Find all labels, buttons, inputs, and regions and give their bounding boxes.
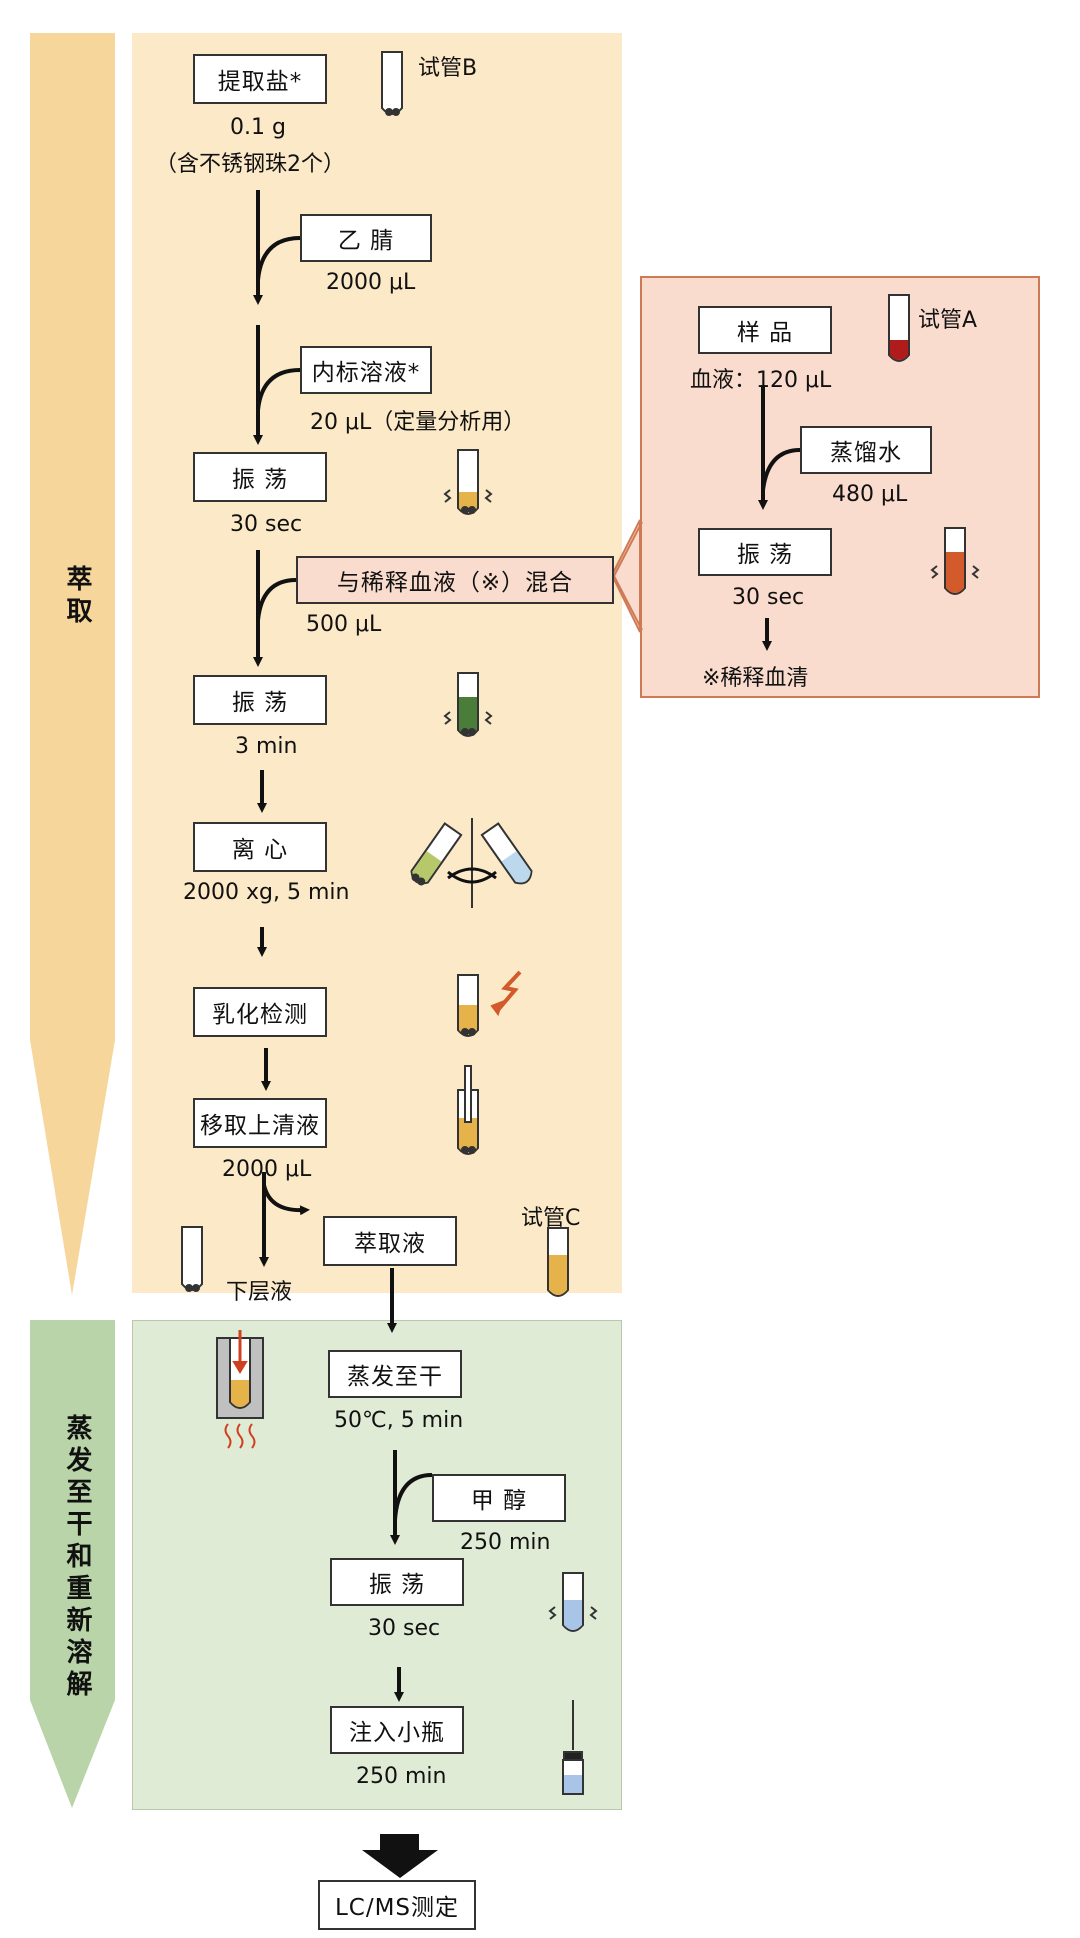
salt-tube-label: 试管B [418, 56, 478, 81]
mix-box: 与稀释血液（※）混合 [296, 556, 614, 604]
evaporation-side-arrow [30, 1320, 115, 1808]
orange-shake-tube-icon [930, 527, 980, 595]
shake-box-1: 振 荡 [193, 452, 327, 502]
supernatant-amount: 2000 μL [222, 1157, 312, 1182]
supernatant-box: 移取上清液 [193, 1098, 327, 1148]
water-box: 蒸馏水 [800, 426, 932, 474]
mix-amount: 500 μL [306, 612, 382, 637]
lower-layer-label: 下层液 [226, 1280, 293, 1305]
emulsion-box: 乳化检测 [193, 987, 327, 1037]
tube-b-icon [381, 51, 403, 116]
shake-time-1: 30 sec [230, 512, 303, 537]
dry-condition: 50℃, 5 min [334, 1408, 464, 1433]
shake-time-2: 3 min [235, 734, 298, 759]
lower-layer-tube-icon [181, 1226, 203, 1292]
sample-box: 样 品 [698, 306, 832, 354]
supernatant-tube-icon [457, 1065, 479, 1155]
centrifuge-box: 离 心 [193, 822, 327, 872]
extraction-side-arrow [30, 33, 115, 1295]
final-block-arrow [362, 1834, 438, 1878]
internal-std-amount: 20 μL（定量分析用） [310, 410, 526, 435]
salt-note: （含不锈钢珠2个） [155, 152, 345, 177]
sample-tube-label: 试管A [918, 308, 978, 333]
extract-tube-label: 试管C [521, 1206, 581, 1231]
sample-pointer [610, 519, 641, 633]
sample-shake-box: 振 荡 [698, 528, 832, 576]
shake-box-2: 振 荡 [193, 675, 327, 725]
acetonitrile-amount: 2000 μL [326, 270, 416, 295]
shake-tube-icon-1 [443, 449, 493, 515]
vial-icon [562, 1700, 584, 1795]
centrifuge-icon [410, 818, 533, 908]
emulsion-tube-icon [457, 970, 522, 1037]
shake-tube-icon-2 [443, 672, 493, 737]
centrifuge-condition: 2000 xg, 5 min [183, 880, 350, 905]
acetonitrile-box: 乙 腈 [300, 214, 432, 262]
sample-shake-time: 30 sec [732, 585, 805, 610]
evaporation-shake-box: 振 荡 [330, 1558, 464, 1606]
extract-box: 萃取液 [323, 1216, 457, 1266]
salt-amount: 0.1 g [230, 115, 286, 140]
evaporation-shake-time: 30 sec [368, 1616, 441, 1641]
diluted-serum-label: ※稀释血清 [702, 666, 809, 691]
sample-panel [640, 276, 1040, 698]
blue-shake-tube-icon [548, 1572, 598, 1632]
extraction-stage-label: 萃取 [62, 565, 92, 629]
methanol-box: 甲 醇 [432, 1474, 566, 1522]
evaporation-stage-label: 蒸发至干和重新溶解 [62, 1414, 92, 1702]
dry-box: 蒸发至干 [328, 1350, 462, 1398]
water-amount: 480 μL [832, 482, 908, 507]
internal-std-box: 内标溶液* [300, 346, 432, 394]
lcms-box: LC/MS测定 [318, 1880, 476, 1930]
sample-amount: 血液：120 μL [690, 368, 832, 393]
salt-box: 提取盐* [193, 54, 327, 104]
vial-amount: 250 min [356, 1764, 447, 1789]
methanol-amount: 250 min [460, 1530, 551, 1555]
heater-icon [216, 1330, 264, 1449]
tube-c-icon [547, 1227, 569, 1297]
tube-a-icon [888, 294, 910, 362]
vial-box: 注入小瓶 [330, 1706, 464, 1754]
